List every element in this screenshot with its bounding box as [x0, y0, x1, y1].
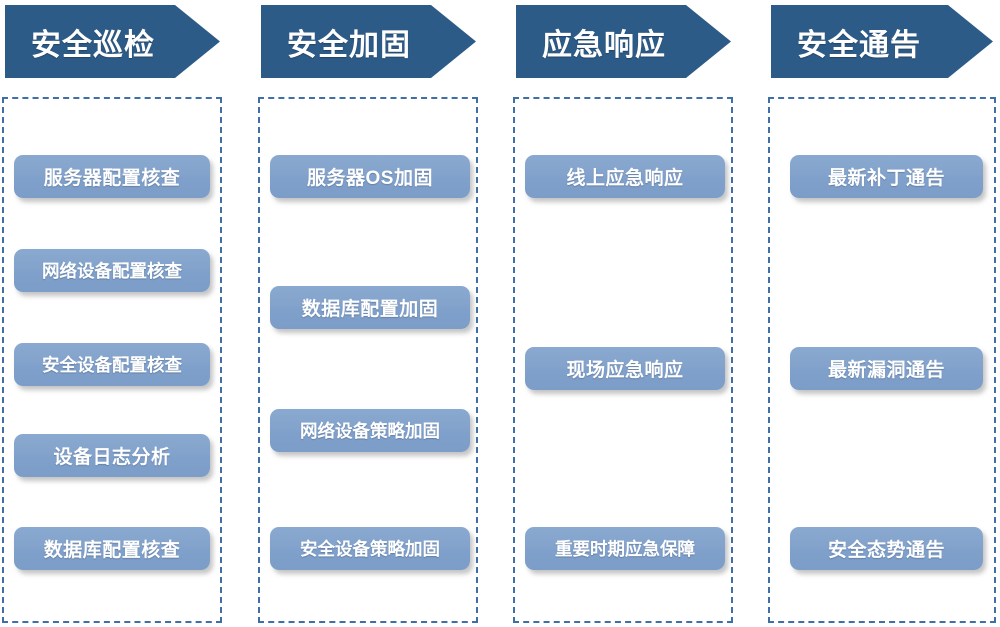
- process-item[interactable]: 线上应急响应: [525, 155, 725, 198]
- column-header-arrow-security-hardening[interactable]: 安全加固: [261, 5, 476, 78]
- column-header-arrow-security-bulletin[interactable]: 安全通告: [771, 5, 993, 78]
- process-item-label: 服务器配置核查: [43, 168, 181, 189]
- process-column-security-hardening: 安全加固服务器OS加固数据库配置加固网络设备策略加固安全设备策略加固: [256, 0, 478, 627]
- process-item-label: 数据库配置核查: [43, 540, 181, 561]
- column-header-label: 安全加固: [287, 28, 411, 62]
- column-dashed-container-security-inspection: 服务器配置核查网络设备配置核查安全设备配置核查设备日志分析数据库配置核查: [2, 97, 222, 623]
- process-column-security-bulletin: 安全通告最新补丁通告最新漏洞通告安全态势通告: [766, 0, 998, 627]
- process-item[interactable]: 现场应急响应: [525, 347, 725, 390]
- process-item-label: 网络设备策略加固: [300, 421, 440, 441]
- process-item[interactable]: 安全设备策略加固: [270, 527, 470, 570]
- process-item-label: 数据库配置加固: [301, 299, 439, 320]
- process-item-label: 最新漏洞通告: [827, 360, 945, 381]
- column-header-label: 应急响应: [542, 28, 666, 62]
- process-item-label: 安全设备配置核查: [42, 355, 182, 375]
- process-item-label: 网络设备配置核查: [42, 261, 182, 281]
- process-item[interactable]: 安全设备配置核查: [14, 343, 210, 386]
- process-item-label: 安全态势通告: [827, 540, 945, 561]
- column-header-arrow-security-inspection[interactable]: 安全巡检: [5, 5, 220, 78]
- process-item-label: 服务器OS加固: [307, 168, 433, 189]
- process-item[interactable]: 最新补丁通告: [790, 155, 983, 198]
- process-item-label: 现场应急响应: [566, 360, 684, 381]
- column-dashed-container-emergency-response: 线上应急响应现场应急响应重要时期应急保障: [513, 97, 733, 623]
- process-item-label: 线上应急响应: [566, 168, 684, 189]
- column-header-arrow-emergency-response[interactable]: 应急响应: [516, 5, 731, 78]
- process-item[interactable]: 数据库配置核查: [14, 527, 210, 570]
- column-header-label: 安全巡检: [31, 28, 155, 62]
- process-item[interactable]: 服务器OS加固: [270, 155, 470, 198]
- process-item-label: 安全设备策略加固: [300, 539, 440, 559]
- process-column-emergency-response: 应急响应线上应急响应现场应急响应重要时期应急保障: [511, 0, 733, 627]
- process-item[interactable]: 重要时期应急保障: [525, 527, 725, 570]
- process-item[interactable]: 网络设备策略加固: [270, 409, 470, 452]
- process-item[interactable]: 设备日志分析: [14, 434, 210, 477]
- process-item-label: 设备日志分析: [53, 447, 171, 468]
- process-item-label: 最新补丁通告: [827, 168, 945, 189]
- process-item[interactable]: 服务器配置核查: [14, 155, 210, 198]
- column-dashed-container-security-hardening: 服务器OS加固数据库配置加固网络设备策略加固安全设备策略加固: [258, 97, 478, 623]
- column-dashed-container-security-bulletin: 最新补丁通告最新漏洞通告安全态势通告: [768, 97, 996, 623]
- process-item[interactable]: 最新漏洞通告: [790, 347, 983, 390]
- process-item[interactable]: 网络设备配置核查: [14, 249, 210, 292]
- process-item-label: 重要时期应急保障: [555, 539, 695, 559]
- process-item[interactable]: 安全态势通告: [790, 527, 983, 570]
- process-column-security-inspection: 安全巡检服务器配置核查网络设备配置核查安全设备配置核查设备日志分析数据库配置核查: [0, 0, 222, 627]
- process-item[interactable]: 数据库配置加固: [270, 286, 470, 329]
- column-header-label: 安全通告: [797, 28, 921, 62]
